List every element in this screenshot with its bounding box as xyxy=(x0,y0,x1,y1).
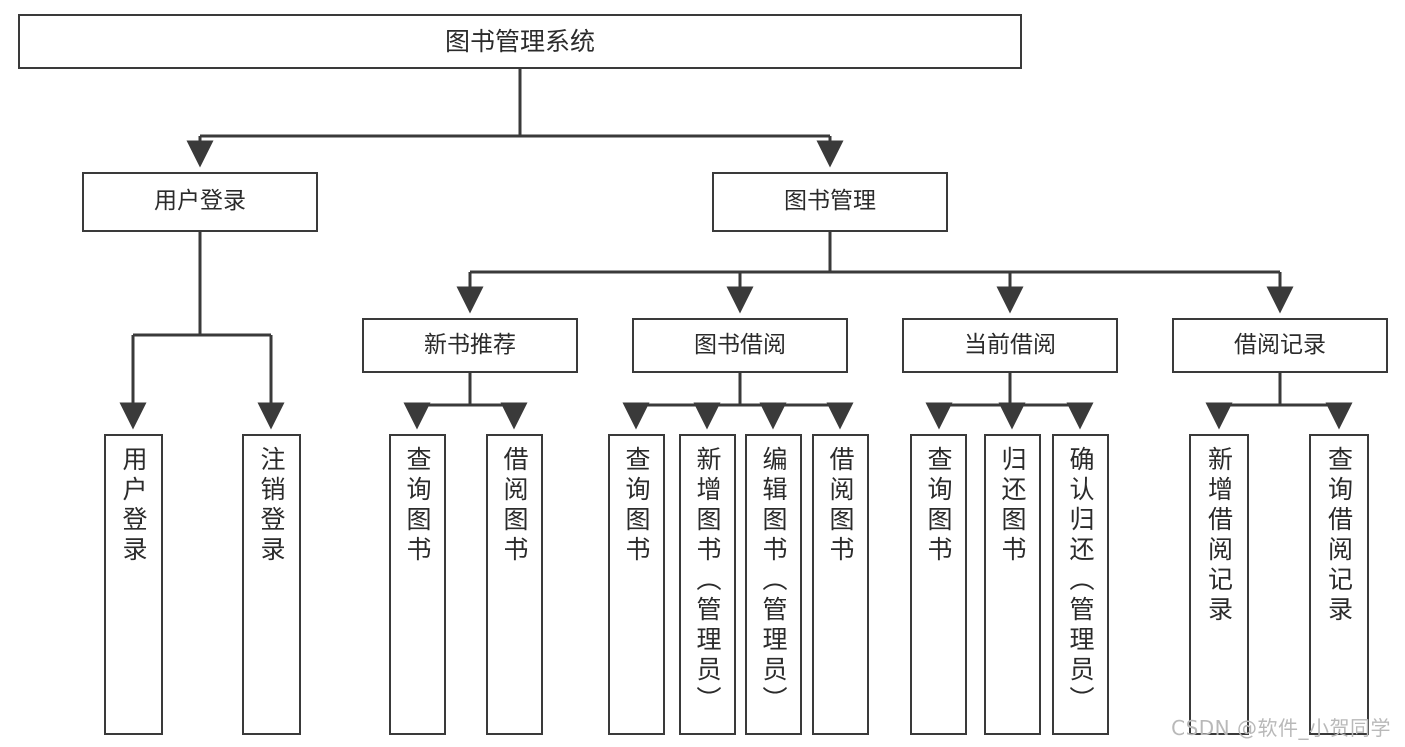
node-label: 借阅图书 xyxy=(500,446,529,566)
node-label: 查询借阅记录 xyxy=(1324,446,1354,626)
watermark-text: CSDN @软件_小贺同学 xyxy=(1171,716,1391,740)
node-label: 借阅记录 xyxy=(1234,331,1326,358)
edges-current-to-leaves xyxy=(925,373,1094,430)
node-new-book-recommend[interactable]: 新书推荐 xyxy=(362,318,578,373)
node-label: 借阅图书 xyxy=(826,446,855,566)
node-current-borrow[interactable]: 当前借阅 xyxy=(902,318,1118,373)
node-label: 查询图书 xyxy=(403,446,432,566)
edges-newbook-to-leaves xyxy=(403,373,528,430)
leaf-borrow-book-recommend[interactable]: 借阅图书 xyxy=(486,434,543,735)
node-label: 新书推荐 xyxy=(424,331,516,358)
node-book-management[interactable]: 图书管理 xyxy=(712,172,948,232)
leaf-query-borrow-record[interactable]: 查询借阅记录 xyxy=(1309,434,1369,735)
leaf-query-book-recommend[interactable]: 查询图书 xyxy=(389,434,446,735)
node-book-borrow[interactable]: 图书借阅 xyxy=(632,318,848,373)
edges-userlogin-to-leaves xyxy=(119,232,285,430)
node-label: 用户登录 xyxy=(119,446,148,566)
node-label: 编辑图书（管理员） xyxy=(759,446,788,716)
node-borrow-record[interactable]: 借阅记录 xyxy=(1172,318,1388,373)
leaf-user-login[interactable]: 用户登录 xyxy=(104,434,163,735)
leaf-query-book-current[interactable]: 查询图书 xyxy=(910,434,967,735)
leaf-edit-book-admin[interactable]: 编辑图书（管理员） xyxy=(745,434,802,735)
node-label: 归还图书 xyxy=(998,446,1027,566)
node-root-system[interactable]: 图书管理系统 xyxy=(18,14,1022,69)
node-label: 查询图书 xyxy=(622,446,651,566)
node-label: 新增图书（管理员） xyxy=(693,446,722,716)
leaf-confirm-return-admin[interactable]: 确认归还（管理员） xyxy=(1052,434,1109,735)
edges-borrow-to-leaves xyxy=(622,373,854,430)
node-label: 用户登录 xyxy=(154,188,246,215)
leaf-query-book-borrow[interactable]: 查询图书 xyxy=(608,434,665,735)
node-label: 新增借阅记录 xyxy=(1204,446,1234,626)
leaf-borrow-book[interactable]: 借阅图书 xyxy=(812,434,869,735)
node-label: 图书管理 xyxy=(784,188,876,215)
leaf-logout[interactable]: 注销登录 xyxy=(242,434,301,735)
leaf-return-book[interactable]: 归还图书 xyxy=(984,434,1041,735)
edges-bookmgmt-to-level3 xyxy=(456,232,1294,314)
node-label: 图书借阅 xyxy=(694,331,786,358)
node-label: 图书管理系统 xyxy=(444,26,595,56)
leaf-add-book-admin[interactable]: 新增图书（管理员） xyxy=(679,434,736,735)
node-user-login[interactable]: 用户登录 xyxy=(82,172,318,232)
node-label: 确认归还（管理员） xyxy=(1066,446,1095,716)
edges-root-to-level2 xyxy=(186,69,844,168)
node-label: 当前借阅 xyxy=(964,331,1056,358)
node-label: 查询图书 xyxy=(924,446,953,566)
node-label: 注销登录 xyxy=(257,446,286,566)
leaf-add-borrow-record[interactable]: 新增借阅记录 xyxy=(1189,434,1249,735)
edges-record-to-leaves xyxy=(1205,373,1353,430)
